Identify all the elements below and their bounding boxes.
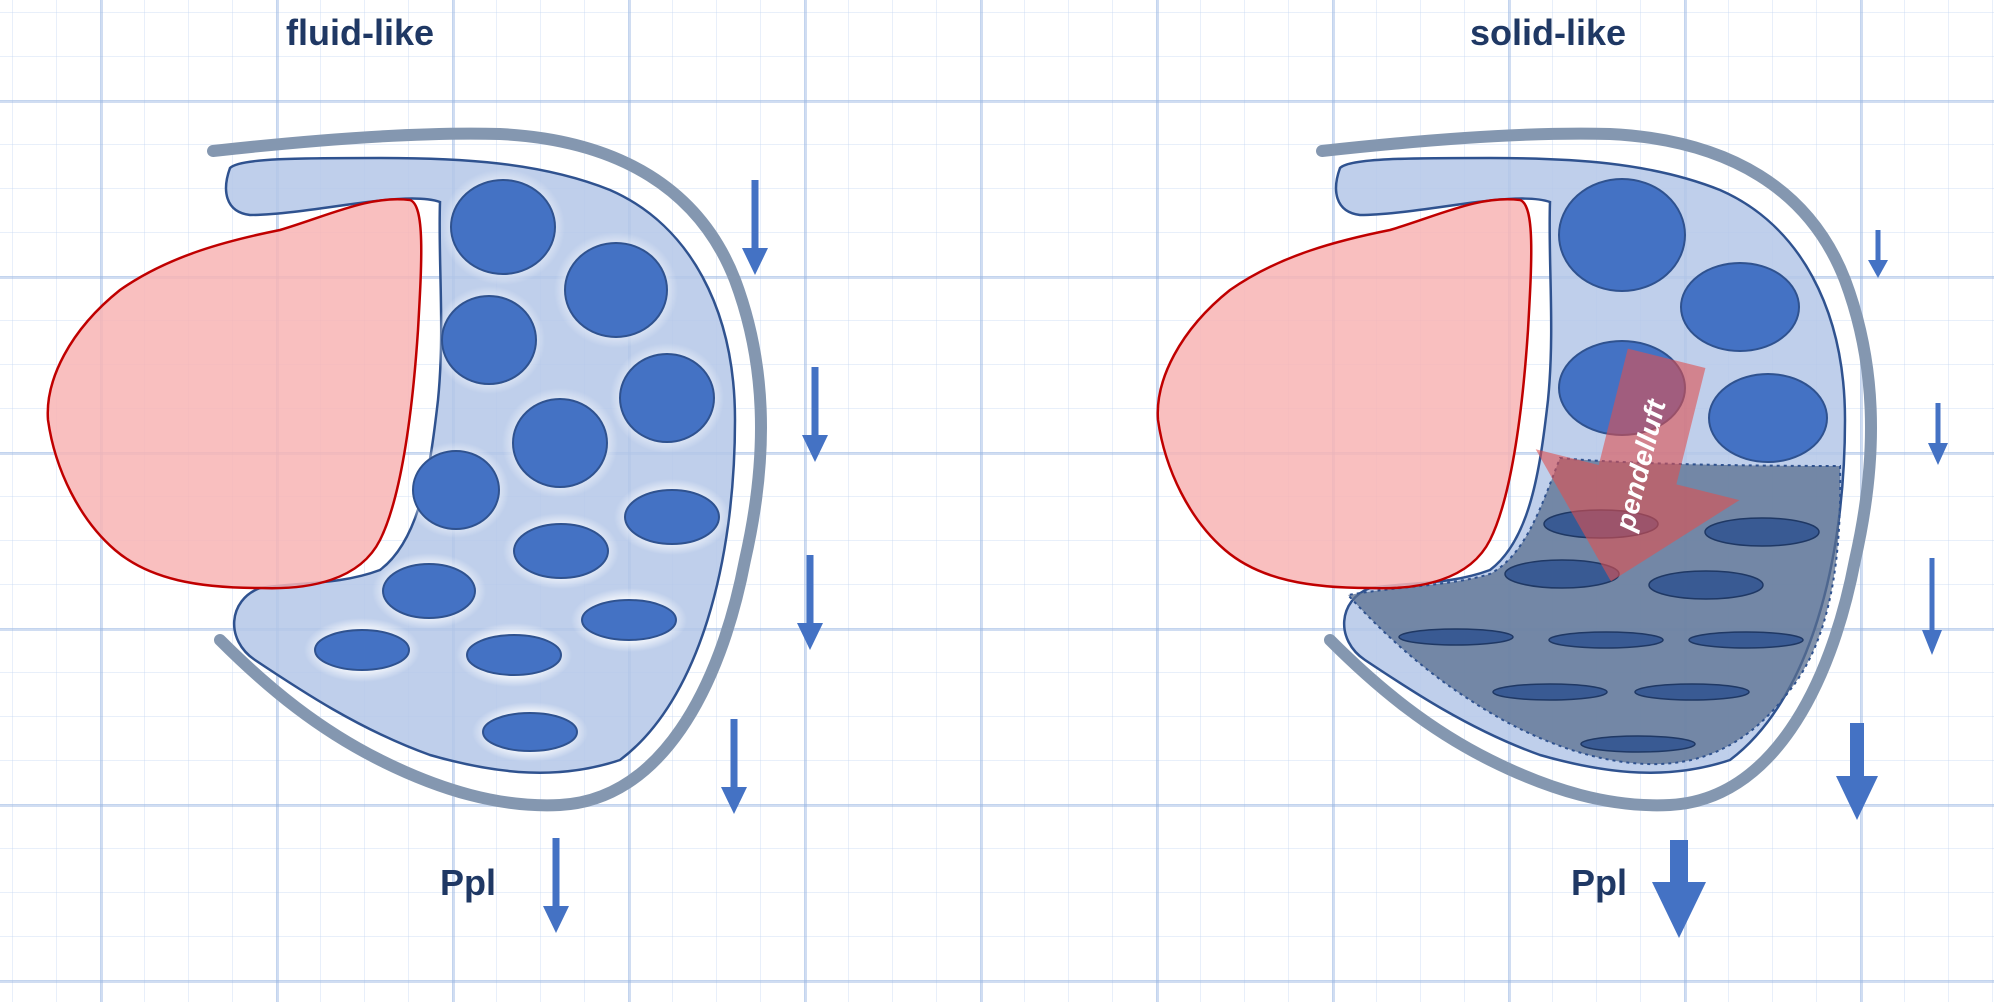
- pendelluft-arrow: pendelluft: [1535, 348, 1740, 582]
- solid-like-title: solid-like: [1469, 12, 1627, 53]
- fluid-like-panel: [46, 127, 828, 933]
- pressure-arrow-head: [797, 623, 823, 650]
- pressure-arrow-head: [802, 435, 828, 462]
- pressure-arrow-head: [721, 787, 747, 814]
- pressure-arrow-head: [1836, 776, 1878, 820]
- alveolus: [1708, 373, 1828, 463]
- ppl-label-fluid: Ppl: [440, 862, 497, 903]
- ppl-arrow-head: [1652, 882, 1706, 938]
- alveolus: [382, 563, 476, 619]
- alveolus: [314, 629, 410, 671]
- solid-like-panel: pendelluft: [1156, 127, 1948, 938]
- ppl-label-solid: Ppl: [1571, 862, 1628, 903]
- pleural-pressure-arrows: [543, 180, 828, 933]
- collapsed-alveolus: [1580, 735, 1696, 753]
- pressure-arrow-head: [1928, 443, 1948, 465]
- alveolus: [512, 398, 608, 488]
- alveolus: [513, 523, 609, 579]
- alveolus: [441, 295, 537, 385]
- alveolus: [581, 599, 677, 641]
- pressure-arrow-head: [1922, 630, 1942, 655]
- alveolus: [450, 179, 556, 275]
- ppl-arrow-head: [543, 906, 569, 933]
- collapsed-alveolus: [1688, 631, 1804, 649]
- heart: [1156, 198, 1533, 590]
- pressure-arrow-head: [742, 248, 768, 275]
- heart: [46, 198, 423, 590]
- alveolus: [619, 353, 715, 443]
- alveolus: [466, 634, 562, 676]
- collapsed-alveolus: [1648, 570, 1764, 600]
- pleural-pressure-arrows: [1652, 230, 1948, 938]
- pendelluft-arrow-shape: [1535, 348, 1740, 582]
- collapsed-alveolus: [1398, 628, 1514, 646]
- alveoli: [304, 169, 730, 762]
- collapsed-alveolus: [1492, 683, 1608, 701]
- chest-wall: [1316, 127, 1877, 812]
- collapsed-alveolus: [1704, 517, 1820, 547]
- alveolus: [624, 489, 720, 545]
- fluid-like-title: fluid-like: [285, 12, 435, 53]
- chest-wall: [207, 127, 767, 812]
- alveolus: [1680, 262, 1800, 352]
- collapsed-alveolus: [1634, 683, 1750, 701]
- collapsed-alveolus: [1548, 631, 1664, 649]
- alveolus: [482, 712, 578, 752]
- alveolus: [564, 242, 668, 338]
- pressure-arrow-head: [1868, 260, 1888, 278]
- alveolus: [1558, 178, 1686, 292]
- alveolus: [412, 450, 500, 530]
- collapsed-alveoli: [1398, 509, 1820, 753]
